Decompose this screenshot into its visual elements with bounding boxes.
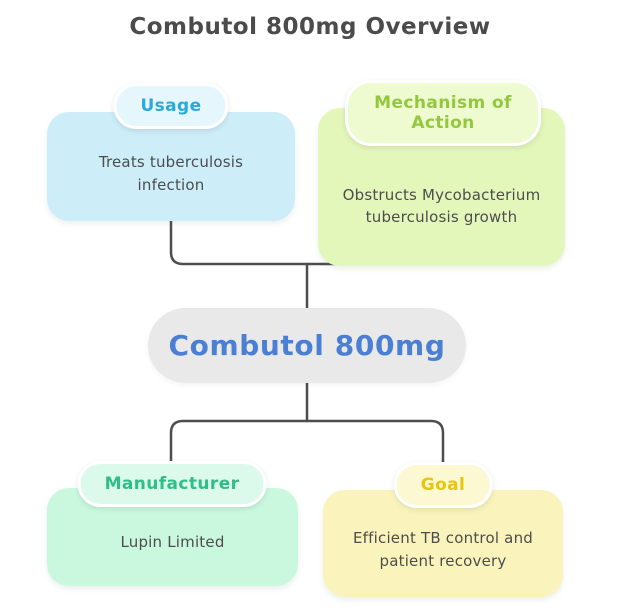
connector-bottom-bracket (169, 419, 445, 464)
central-node: Combutol 800mg (148, 308, 466, 383)
manufacturer-badge: Manufacturer (77, 461, 267, 507)
goal-badge: Goal (393, 462, 493, 508)
mechanism-badge: Mechanism of Action (345, 80, 541, 146)
usage-box: Treats tuberculosis infection (47, 112, 295, 221)
mechanism-content: Obstructs Mycobacterium tuberculosis gro… (342, 185, 541, 227)
goal-content: Efficient TB control and patient recover… (352, 529, 533, 570)
central-node-label: Combutol 800mg (168, 329, 446, 362)
diagram-title: Combutol 800mg Overview (129, 14, 491, 40)
usage-badge: Usage (113, 83, 229, 129)
usage-content: Treats tuberculosis infection (98, 153, 244, 194)
manufacturer-content: Lupin Limited (120, 532, 225, 551)
